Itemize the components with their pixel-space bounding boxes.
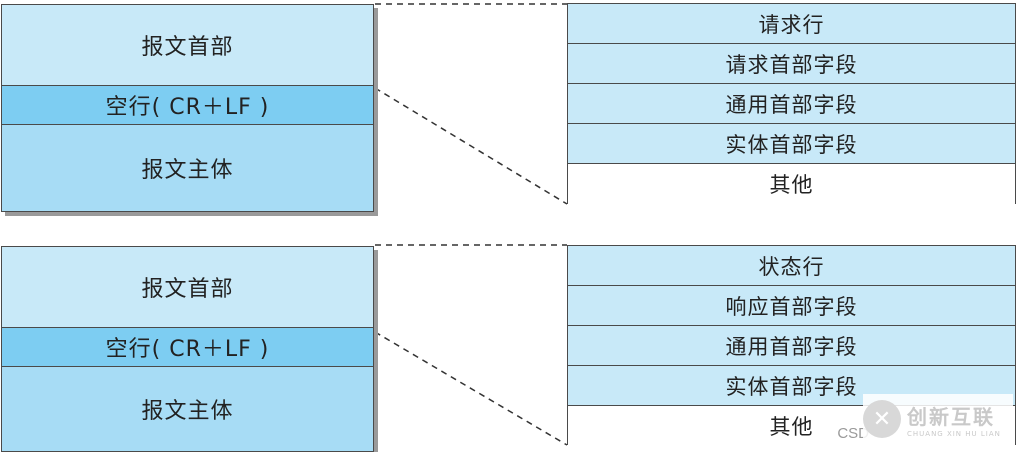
message-header-segment: 报文首部 (2, 247, 373, 328)
csdn-watermark-text: CSD (837, 425, 869, 442)
request-message-diagram: 报文首部 空行( CR＋LF ) 报文主体 请求行 请求首部字段 通用首部字段 … (0, 0, 1019, 220)
watermark-logo: ✕ 创新互联 CHUANG XIN HU LIAN (863, 394, 1013, 444)
detail-row-status-line: 状态行 (568, 246, 1015, 286)
message-header-label: 报文首部 (141, 277, 234, 302)
message-body-segment: 报文主体 (2, 367, 373, 451)
watermark-icon: ✕ (863, 400, 901, 438)
blank-line-label: 空行( CR＋LF ) (105, 95, 270, 120)
detail-row-label: 请求首部字段 (725, 52, 858, 77)
detail-row-label: 实体首部字段 (725, 374, 858, 399)
detail-row-general-header-fields: 通用首部字段 (568, 84, 1015, 124)
detail-row-general-header-fields: 通用首部字段 (568, 326, 1015, 366)
blank-line-segment: 空行( CR＋LF ) (2, 328, 373, 367)
detail-row-entity-header-fields: 实体首部字段 (568, 124, 1015, 164)
detail-row-label: 请求行 (758, 12, 825, 37)
detail-row-response-header-fields: 响应首部字段 (568, 286, 1015, 326)
detail-row-label: 通用首部字段 (725, 92, 858, 117)
watermark-text-group: 创新互联 CHUANG XIN HU LIAN (907, 401, 1001, 438)
message-header-label: 报文首部 (141, 35, 234, 60)
message-body-label: 报文主体 (141, 158, 234, 183)
message-structure-box: 报文首部 空行( CR＋LF ) 报文主体 (1, 4, 374, 212)
message-body-label: 报文主体 (141, 399, 234, 424)
message-structure-box: 报文首部 空行( CR＋LF ) 报文主体 (1, 246, 374, 452)
message-header-segment: 报文首部 (2, 5, 373, 86)
detail-row-label: 响应首部字段 (725, 294, 858, 319)
watermark-title: 创新互联 (907, 404, 995, 429)
header-detail-box: 请求行 请求首部字段 通用首部字段 实体首部字段 其他 (567, 3, 1016, 204)
message-body-segment: 报文主体 (2, 125, 373, 211)
watermark-subtitle: CHUANG XIN HU LIAN (907, 429, 1001, 438)
response-message-diagram: 报文首部 空行( CR＋LF ) 报文主体 状态行 响应首部字段 通用首部字段 … (0, 240, 1019, 452)
detail-row-request-line: 请求行 (568, 4, 1015, 44)
detail-row-label: 实体首部字段 (725, 132, 858, 157)
detail-row-label: 状态行 (758, 254, 825, 279)
detail-row-other: 其他 (568, 164, 1015, 204)
blank-line-segment: 空行( CR＋LF ) (2, 86, 373, 125)
blank-line-label: 空行( CR＋LF ) (105, 337, 270, 362)
detail-row-label: 通用首部字段 (725, 334, 858, 359)
detail-row-label: 其他 (769, 173, 814, 197)
detail-row-request-header-fields: 请求首部字段 (568, 44, 1015, 84)
detail-row-label: 其他 (769, 415, 814, 439)
